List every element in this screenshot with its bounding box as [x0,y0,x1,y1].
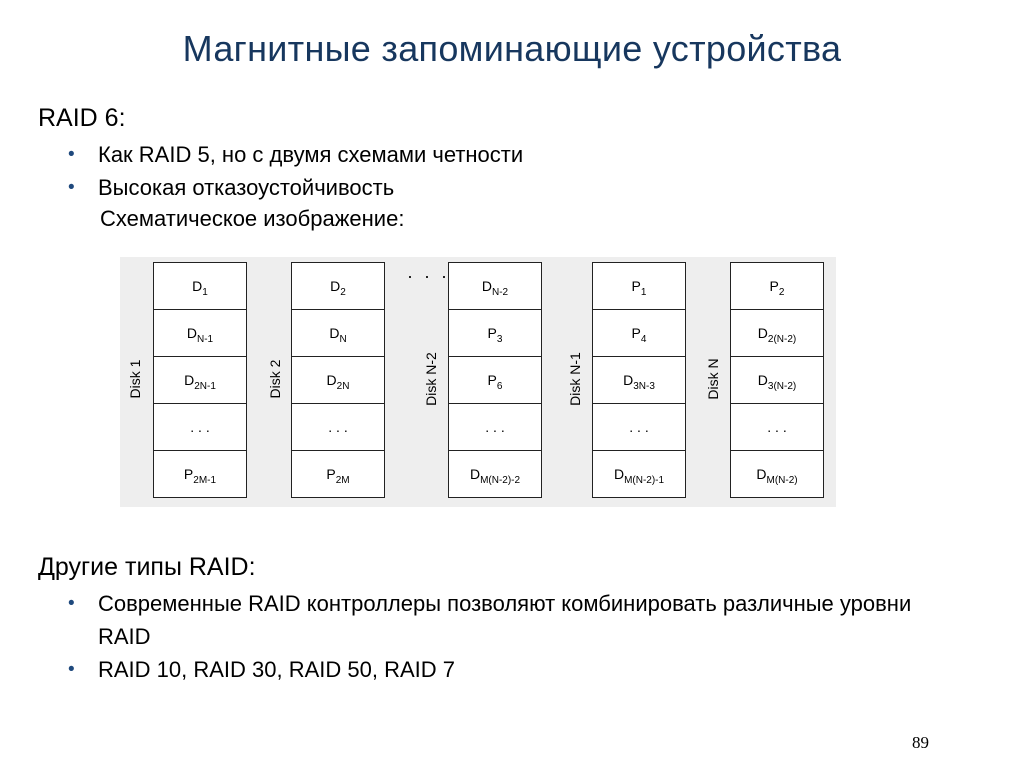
block-symbol: P [487,325,497,341]
disk-block: DM(N-2)-1 [592,450,686,498]
other-raid-bullet: RAID 10, RAID 30, RAID 50, RAID 7 [68,653,948,686]
disk-block: DM(N-2) [730,450,824,498]
block-symbol: P [631,278,641,294]
block-symbol: P [631,325,641,341]
block-index: N [339,334,347,345]
block-symbol: . . . [328,419,348,435]
diagram-caption: Схематическое изображение: [100,206,405,231]
block-symbol: P [183,466,194,482]
block-symbol: D [623,372,634,388]
raid6-bullet-list: Как RAID 5, но с двумя схемами четности … [68,138,948,204]
disk-block: P6 [448,356,542,404]
block-index: 1 [202,287,208,298]
other-raid-bullet-list: Современные RAID контроллеры позволяют к… [68,587,948,686]
disk-block: D2N [291,356,385,404]
disk-block: . . . [153,403,247,451]
disk-label: Disk N-2 [423,352,439,406]
disk-block: . . . [291,403,385,451]
disk-block: D3N-3 [592,356,686,404]
block-symbol: . . . [485,419,505,435]
disk-block: D1 [153,262,247,310]
slide-title: Магнитные запоминающие устройства [182,28,842,69]
disk-block: DN-1 [153,309,247,357]
block-symbol: D [481,278,492,294]
block-index: 2N-1 [194,381,216,392]
disk-block: . . . [592,403,686,451]
disk-block: P2 [730,262,824,310]
page-number: 89 [912,733,929,752]
disk-block: D3(N-2) [730,356,824,404]
block-symbol: P [326,466,336,482]
block-index: 2(N-2) [767,334,797,345]
block-symbol: . . . [190,419,210,435]
block-symbol: D [756,466,767,482]
block-index: 2M-1 [193,475,217,486]
disk-label: Disk 2 [267,359,283,399]
disk-block: DM(N-2)-2 [448,450,542,498]
raid6-heading: RAID 6: [38,104,126,132]
disk-block: D2(N-2) [730,309,824,357]
disk-block: D2 [291,262,385,310]
block-index: 2 [778,287,785,298]
block-index: N-2 [492,287,509,298]
disk-ellipsis: · · · [407,266,450,286]
disk-block: P3 [448,309,542,357]
disk-block: DN-2 [448,262,542,310]
block-symbol: D [330,278,341,294]
disk-block: . . . [448,403,542,451]
other-raid-heading: Другие типы RAID: [38,553,256,581]
disk-block: P2M [291,450,385,498]
disk-label: Disk N [705,358,721,400]
block-index: 6 [496,381,503,392]
block-index: M(N-2) [766,475,798,486]
disk-block: P1 [592,262,686,310]
block-symbol: D [329,325,340,341]
block-index: M(N-2)-2 [480,475,521,486]
block-index: M(N-2)-1 [624,475,665,486]
other-raid-bullet: Современные RAID контроллеры позволяют к… [68,587,948,653]
block-symbol: P [769,278,779,294]
disk-block: P4 [592,309,686,357]
block-symbol: P [487,372,497,388]
block-symbol: D [757,372,768,388]
block-symbol: . . . [629,419,649,435]
block-symbol: D [186,325,197,341]
disk-block: P2M-1 [153,450,247,498]
block-symbol: D [613,466,625,482]
block-symbol: . . . [767,419,787,435]
block-index: 3 [496,334,503,345]
block-index: 2M [335,475,350,486]
block-index: 1 [640,287,647,298]
disk-block: D2N-1 [153,356,247,404]
block-index: 2N [336,381,350,392]
block-symbol: D [326,372,337,388]
disk-label: Disk 1 [127,359,143,399]
block-index: 3N-3 [633,381,655,392]
block-symbol: D [757,325,768,341]
block-symbol: D [192,278,203,294]
block-index: 4 [640,334,647,345]
block-symbol: D [184,372,195,388]
disk-label: Disk N-1 [567,352,583,406]
block-index: 3(N-2) [767,381,797,392]
disk-block: . . . [730,403,824,451]
block-index: 2 [340,287,346,298]
block-symbol: D [469,466,481,482]
raid6-bullet: Высокая отказоустойчивость [68,171,948,204]
disk-block: DN [291,309,385,357]
block-index: N-1 [197,334,214,345]
raid6-bullet: Как RAID 5, но с двумя схемами четности [68,138,948,171]
